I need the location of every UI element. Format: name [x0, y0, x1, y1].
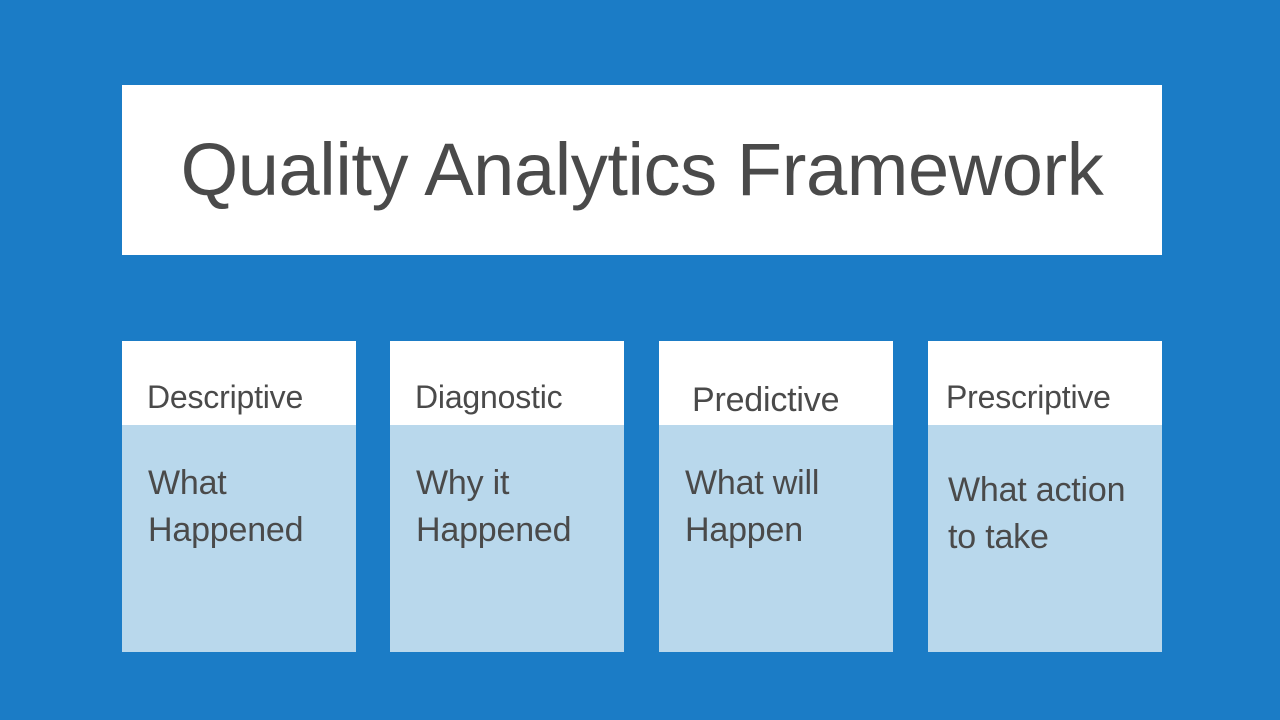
title-plate: Quality Analytics Framework — [122, 85, 1162, 255]
analytics-card-diagnostic[interactable]: Diagnostic Why it Happened — [390, 341, 624, 652]
card-body-text: What action to take — [948, 471, 1126, 556]
card-header-label: Predictive — [692, 381, 840, 419]
card-header: Prescriptive — [928, 341, 1162, 425]
card-header: Diagnostic — [390, 341, 624, 425]
analytics-card-row: Descriptive What Happened Diagnostic Why… — [122, 341, 1162, 652]
page-title: Quality Analytics Framework — [180, 128, 1104, 212]
card-header-label: Prescriptive — [946, 379, 1111, 415]
card-body-text: What will Happen — [685, 464, 820, 549]
card-header: Predictive — [659, 341, 893, 425]
card-body-text: What Happened — [148, 464, 304, 549]
card-header-label: Diagnostic — [415, 379, 563, 415]
card-header-label: Descriptive — [147, 379, 304, 415]
card-body-text: Why it Happened — [416, 464, 572, 549]
card-header: Descriptive — [122, 341, 356, 425]
analytics-card-descriptive[interactable]: Descriptive What Happened — [122, 341, 356, 652]
analytics-card-prescriptive[interactable]: Prescriptive What action to take — [928, 341, 1162, 652]
analytics-card-predictive[interactable]: Predictive What will Happen — [659, 341, 893, 652]
